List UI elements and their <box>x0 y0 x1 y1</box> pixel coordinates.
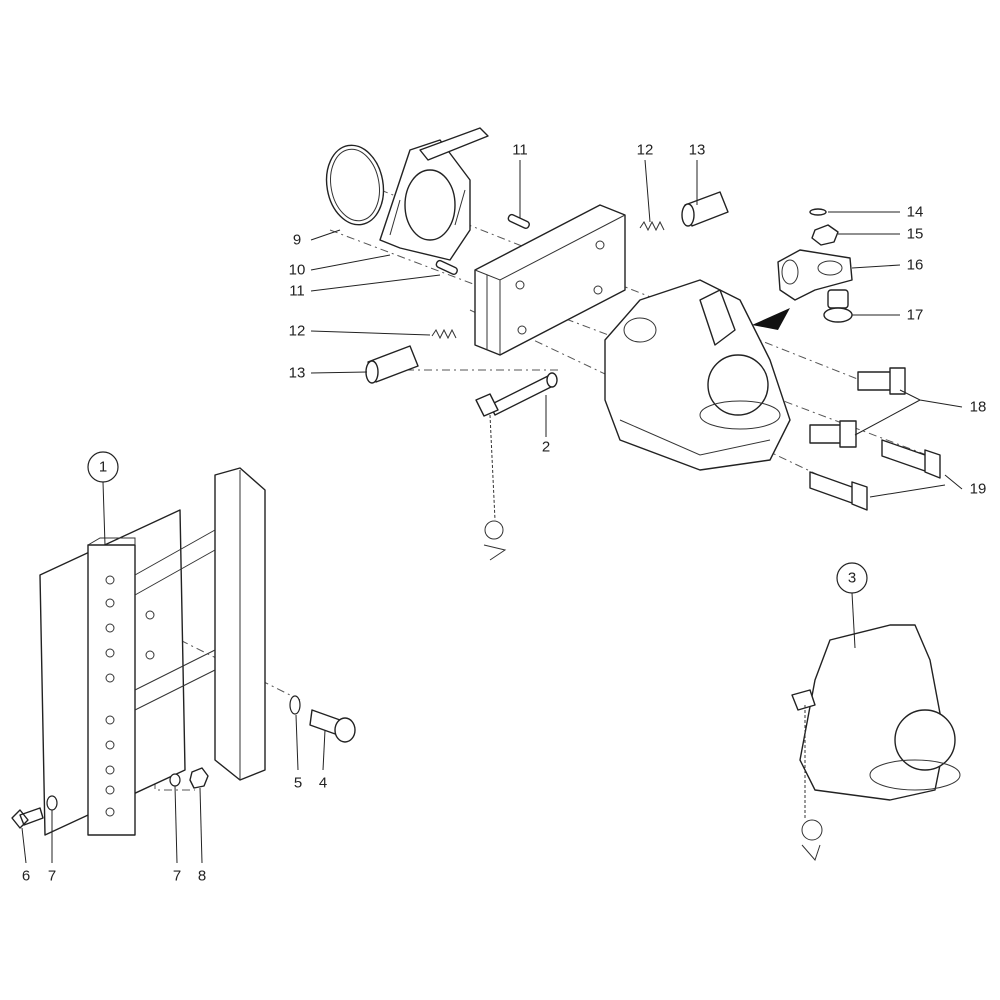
mounting-block <box>474 204 626 356</box>
spring <box>431 328 457 340</box>
bolt <box>11 807 44 829</box>
callout-3: 3 <box>848 570 856 587</box>
bolt <box>857 367 906 395</box>
callout-6: 6 <box>22 868 30 885</box>
complete-coupling-assembly <box>791 624 961 861</box>
callout-13: 13 <box>289 365 306 382</box>
nut <box>811 224 839 246</box>
assembly-3-circle <box>836 562 868 594</box>
sleeve <box>681 191 729 227</box>
callout-18: 18 <box>970 399 987 416</box>
callout-16: 16 <box>907 257 924 274</box>
washer <box>46 795 58 811</box>
mounting-frame <box>39 467 266 836</box>
leader-lines <box>21 159 963 864</box>
socket-screw <box>309 709 356 743</box>
assembly-1-circle <box>87 451 119 483</box>
pin <box>435 259 458 275</box>
callout-2: 2 <box>542 439 550 456</box>
pin <box>507 213 530 229</box>
lever-plate <box>379 127 489 261</box>
callout-8: 8 <box>198 868 206 885</box>
retaining-ring <box>325 144 385 226</box>
callout-7: 7 <box>173 868 181 885</box>
callout-9: 9 <box>293 232 301 249</box>
callout-13: 13 <box>689 142 706 159</box>
callout-19: 19 <box>970 481 987 498</box>
adjuster-screw <box>823 289 853 323</box>
washer <box>809 208 827 216</box>
sleeve <box>365 345 419 384</box>
callout-14: 14 <box>907 204 924 221</box>
callout-12: 12 <box>289 323 306 340</box>
callout-11: 11 <box>512 142 528 159</box>
bolt <box>809 420 857 448</box>
washer <box>169 773 181 787</box>
callout-11: 11 <box>289 283 305 300</box>
callout-10: 10 <box>289 262 306 279</box>
callout-4: 4 <box>319 775 327 792</box>
bolt <box>809 471 868 511</box>
direction-arrow <box>752 308 790 330</box>
nut <box>189 767 209 789</box>
callout-7: 7 <box>48 868 56 885</box>
callout-15: 15 <box>907 226 924 243</box>
coupling-pin <box>475 372 558 561</box>
callout-12: 12 <box>637 142 654 159</box>
bolt <box>881 439 941 479</box>
callout-1: 1 <box>99 459 107 476</box>
washer <box>289 695 301 715</box>
spring <box>639 220 665 232</box>
callout-5: 5 <box>294 775 302 792</box>
coupling-head <box>604 279 791 471</box>
clamp-bracket <box>777 249 853 301</box>
callout-17: 17 <box>907 307 924 324</box>
